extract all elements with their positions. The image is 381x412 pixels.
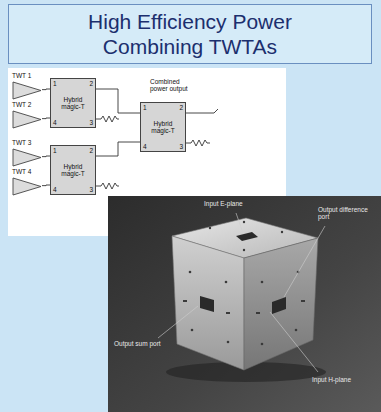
port-number: 1 <box>143 104 147 111</box>
port-label: Input H-plane <box>312 376 372 383</box>
hybrid-box: 1 2Hybrid magic-T 4 3 <box>50 145 96 195</box>
port-label: Input E-plane <box>204 200 274 207</box>
amplifier-triangle: TWT 4 <box>12 168 42 196</box>
amplifier-label: TWT 1 <box>12 72 31 79</box>
amplifier-symbol <box>12 81 42 100</box>
waveguide-connector <box>42 185 50 187</box>
port-number: 2 <box>89 80 93 87</box>
amplifier-label: TWT 2 <box>12 101 31 108</box>
waveguide-connector <box>42 156 50 158</box>
hybrid-box: 1 2Hybrid magic-T 4 3 <box>50 78 96 128</box>
amplifier-triangle: TWT 3 <box>12 139 42 167</box>
waveguide-connector <box>96 89 140 113</box>
port-number: 3 <box>179 143 183 150</box>
port-number: 1 <box>53 147 57 154</box>
amplifier-label: TWT 3 <box>12 139 31 146</box>
title-box: High Efficiency Power Combining TWTAs <box>8 4 372 64</box>
output-label: Combined power output <box>150 78 192 93</box>
amplifier-symbol <box>12 177 42 196</box>
port-number: 4 <box>143 143 147 150</box>
port-number: 1 <box>53 80 57 87</box>
waveguide-connector <box>96 142 140 156</box>
slide-title: High Efficiency Power Combining TWTAs <box>65 9 315 59</box>
box-label: Hybrid magic-T <box>57 163 89 178</box>
port-number: 4 <box>53 186 57 193</box>
output-wire <box>186 109 218 113</box>
port-label: Output difference port <box>318 206 374 221</box>
amplifier-triangle: TWT 2 <box>12 101 42 129</box>
amplifier-symbol <box>12 148 42 167</box>
box-label: Hybrid magic-T <box>147 120 179 135</box>
port-number: 3 <box>89 119 93 126</box>
port-number: 2 <box>89 147 93 154</box>
amplifier-symbol <box>12 110 42 129</box>
hybrid-box: 1 2Hybrid magic-T 4 3 <box>140 102 186 152</box>
amplifier-label: TWT 4 <box>12 168 31 175</box>
port-number: 3 <box>89 186 93 193</box>
port-label: Output sum port <box>114 340 164 347</box>
waveguide-connector <box>42 118 50 120</box>
port-number: 4 <box>53 119 57 126</box>
waveguide-connector <box>42 89 50 91</box>
amplifier-triangle: TWT 1 <box>12 72 42 100</box>
magic-tee-photo <box>108 196 381 412</box>
box-label: Hybrid magic-T <box>57 96 89 111</box>
port-number: 2 <box>179 104 183 111</box>
